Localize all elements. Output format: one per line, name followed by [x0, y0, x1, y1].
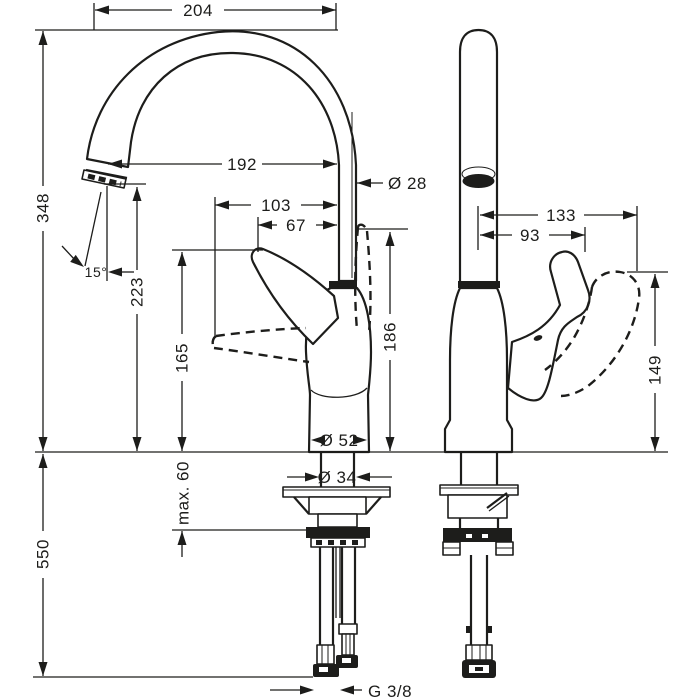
dim-aerator-height-223: 223: [104, 183, 147, 451]
dim-label-g38: G 3/8: [368, 682, 412, 700]
dim-label-max60: max. 60: [174, 461, 193, 525]
dim-label-133: 133: [546, 206, 576, 225]
dim-label-348: 348: [34, 193, 53, 223]
front-joint-band: [458, 281, 500, 288]
dim-label-93: 93: [520, 226, 540, 245]
front-spout-opening: [462, 174, 495, 188]
dim-connection-thread-g38: G 3/8: [270, 682, 412, 700]
dim-label-223: 223: [128, 277, 147, 307]
dim-label-192: 192: [227, 155, 257, 174]
dim-handle-tip-height-165: 165: [172, 249, 263, 451]
dim-label-103: 103: [261, 196, 291, 215]
dim-label-186: 186: [381, 322, 400, 352]
dim-label-204: 204: [183, 1, 213, 20]
side-handle-dashed-down: [211, 326, 310, 364]
front-column-outline: [458, 28, 499, 281]
side-undercounter-assembly: [282, 452, 391, 677]
front-body-outline: [443, 286, 514, 454]
dim-handle-top-height-186: 186: [357, 228, 408, 451]
side-handle-dashed-up: [354, 223, 372, 333]
dim-handle-open-reach-103: 103: [214, 196, 337, 337]
dim-front-handle-height-149: 149: [627, 271, 668, 451]
dim-spout-angle-15: 15°: [61, 186, 134, 281]
side-handle-lever: [250, 247, 340, 346]
side-view: [81, 30, 391, 677]
dim-label-o28: Ø 28: [388, 174, 427, 193]
dim-base-diameter-52: Ø 52: [311, 431, 367, 450]
dim-spout-reach-204: 204: [93, 1, 337, 30]
dim-label-149: 149: [646, 355, 665, 385]
side-body-seam: [310, 387, 368, 398]
dim-front-handle-open-reach-133: 133: [477, 206, 638, 271]
side-spout-outline: [85, 30, 358, 283]
dim-label-67: 67: [286, 216, 306, 235]
dim-max-counter-thickness-60: max. 60: [174, 461, 193, 557]
front-handle-hole: [533, 335, 543, 341]
dim-shank-diameter-34: Ø 34: [287, 468, 392, 487]
dim-front-handle-reach-93: 93: [480, 226, 586, 252]
dim-label-165: 165: [173, 343, 192, 373]
side-joint-band: [329, 281, 357, 288]
dim-label-550: 550: [34, 539, 53, 569]
front-view: [439, 28, 641, 678]
front-handle-dashed: [544, 270, 641, 398]
dim-aerator-reach-192: 192: [108, 155, 337, 174]
front-handle-lever: [506, 250, 591, 402]
front-undercounter-assembly: [439, 452, 519, 678]
dim-handle-reach-67: 67: [257, 216, 337, 252]
dim-label-o52: Ø 52: [320, 431, 359, 450]
dim-overall-height-348: 348: [34, 31, 53, 451]
dim-label-o34: Ø 34: [318, 468, 357, 487]
dim-hose-length-550: 550: [34, 454, 53, 676]
dim-label-15deg: 15°: [85, 264, 108, 280]
dim-spout-diameter-28: Ø 28: [357, 174, 427, 193]
side-aerator: [81, 168, 128, 189]
